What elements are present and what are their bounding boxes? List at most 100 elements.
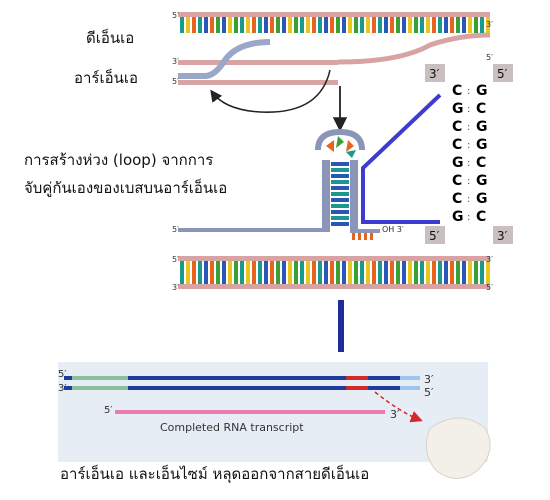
pair-bond: : bbox=[467, 158, 470, 169]
base-pair-tick bbox=[336, 261, 340, 284]
base-pair-tick bbox=[396, 17, 400, 33]
stem-base-left: G bbox=[452, 209, 464, 225]
base-pair-tick bbox=[258, 17, 262, 33]
base-pair-tick bbox=[258, 261, 262, 284]
stem-base-left: C bbox=[452, 137, 462, 153]
base-pair-tick bbox=[462, 261, 466, 284]
prime-label: 5′ bbox=[486, 283, 493, 292]
base-pair-tick bbox=[294, 261, 298, 284]
prime-label: 3′ bbox=[58, 383, 67, 394]
stem-base-right: G bbox=[476, 191, 488, 207]
rna-label: อาร์เอ็นเอ bbox=[74, 69, 139, 87]
pair-bond: : bbox=[467, 140, 470, 151]
stem-rung bbox=[331, 180, 349, 184]
base-pair-tick bbox=[480, 261, 484, 284]
base-pair-tick bbox=[330, 261, 334, 284]
pair-bond: : bbox=[467, 176, 470, 187]
stem-base-right: G bbox=[476, 173, 488, 189]
base-pair-tick bbox=[348, 261, 352, 284]
stem-rung bbox=[331, 216, 349, 220]
release-arrow bbox=[374, 391, 423, 423]
base-pair-tick bbox=[456, 17, 460, 33]
base-pair-tick bbox=[438, 261, 442, 284]
base-pair-tick bbox=[438, 17, 442, 33]
base-pair-tick bbox=[462, 17, 466, 33]
base-pair-tick bbox=[432, 261, 436, 284]
prime-label: 3′ bbox=[497, 229, 508, 243]
loop-caption-line2: จับคู่กันเองของเบสบนอาร์เอ็นเอ bbox=[24, 179, 228, 197]
base-pair-tick bbox=[234, 261, 238, 284]
loop-caption-line1: การสร้างห่วง (loop) จากการ bbox=[24, 151, 214, 169]
base-pair-tick bbox=[408, 261, 412, 284]
stem-rung bbox=[331, 204, 349, 208]
base-pair-tick bbox=[204, 261, 208, 284]
base-pair-tick bbox=[378, 261, 382, 284]
hairpin-fold-arrow bbox=[210, 69, 331, 113]
pair-bond: : bbox=[467, 122, 470, 133]
completed-rna-strand bbox=[115, 410, 385, 414]
rna-strand-top bbox=[178, 39, 271, 79]
base-pair-tick bbox=[378, 17, 382, 33]
oh-3prime-label: OH 3′ bbox=[382, 225, 404, 234]
base-pair-tick bbox=[252, 17, 256, 33]
stem-base-left: C bbox=[452, 191, 462, 207]
prime-label: 3′ bbox=[390, 408, 400, 421]
stem-base-pairs: C:GG:CC:GC:GG:CC:GC:GG:C bbox=[452, 83, 488, 225]
base-pair-tick bbox=[282, 17, 286, 33]
base-pair-tick bbox=[444, 17, 448, 33]
base-pair-tick bbox=[354, 17, 358, 33]
stem-rung bbox=[331, 210, 349, 214]
prime-label: 5′ bbox=[172, 225, 179, 234]
stem-base-right: C bbox=[476, 101, 486, 117]
base-pair-tick bbox=[348, 17, 352, 33]
dna-label: ดีเอ็นเอ bbox=[86, 29, 135, 47]
base-pair-tick bbox=[456, 261, 460, 284]
stem-base-left: G bbox=[452, 101, 464, 117]
stem-base-right: G bbox=[476, 119, 488, 135]
base-pair-tick bbox=[390, 261, 394, 284]
base-pair-tick bbox=[252, 261, 256, 284]
base-pair-tick bbox=[294, 17, 298, 33]
base-pair-tick bbox=[336, 17, 340, 33]
base-pair-tick bbox=[480, 17, 484, 33]
stem-rung bbox=[331, 192, 349, 196]
rna-hairpin: OH 3′ 5′ bbox=[172, 128, 404, 240]
base-pair-tick bbox=[426, 17, 430, 33]
pair-bond: : bbox=[467, 86, 470, 97]
base-pair-tick bbox=[324, 17, 328, 33]
base-pair-tick bbox=[426, 261, 430, 284]
prime-label: 5′ bbox=[172, 77, 179, 86]
base-pair-tick bbox=[324, 261, 328, 284]
prime-label: 5′ bbox=[429, 229, 440, 243]
stem-rung bbox=[331, 162, 349, 166]
prime-label: 3′ bbox=[424, 373, 434, 386]
base-pair-tick bbox=[264, 261, 268, 284]
stem-base-right: C bbox=[476, 209, 486, 225]
zoom-pointer-lines bbox=[361, 93, 442, 224]
base-pair-tick bbox=[192, 261, 196, 284]
base-pair-tick bbox=[180, 17, 184, 33]
stem-base-right: C bbox=[476, 155, 486, 171]
base-pair-tick bbox=[210, 261, 214, 284]
step-arrow-2 bbox=[338, 300, 344, 352]
base-pair-tick bbox=[216, 17, 220, 33]
base-pair-tick bbox=[228, 261, 232, 284]
base-pair-tick bbox=[270, 261, 274, 284]
prime-label: 3′ bbox=[486, 255, 493, 264]
base-pair-tick bbox=[486, 17, 490, 33]
stem-rung bbox=[331, 168, 349, 172]
base-pair-tick bbox=[468, 17, 472, 33]
base-pair-tick bbox=[240, 261, 244, 284]
base-pair-tick bbox=[198, 261, 202, 284]
prime-label: 3′ bbox=[486, 20, 493, 29]
prime-label: 3′ bbox=[172, 57, 179, 66]
prime-label: 3′ bbox=[172, 283, 179, 292]
dna-base-pairs-middle bbox=[180, 261, 490, 284]
base-pair-tick bbox=[468, 261, 472, 284]
prime-label: 5′ bbox=[172, 255, 179, 264]
base-pair-tick bbox=[222, 261, 226, 284]
dna-top-backbone bbox=[178, 12, 490, 17]
base-pair-tick bbox=[450, 261, 454, 284]
stem-detail: 3′ 5′ 5′ 3′ C:GG:CC:GC:GG:CC:GC:GG:C bbox=[425, 64, 513, 244]
base-pair-tick bbox=[354, 261, 358, 284]
